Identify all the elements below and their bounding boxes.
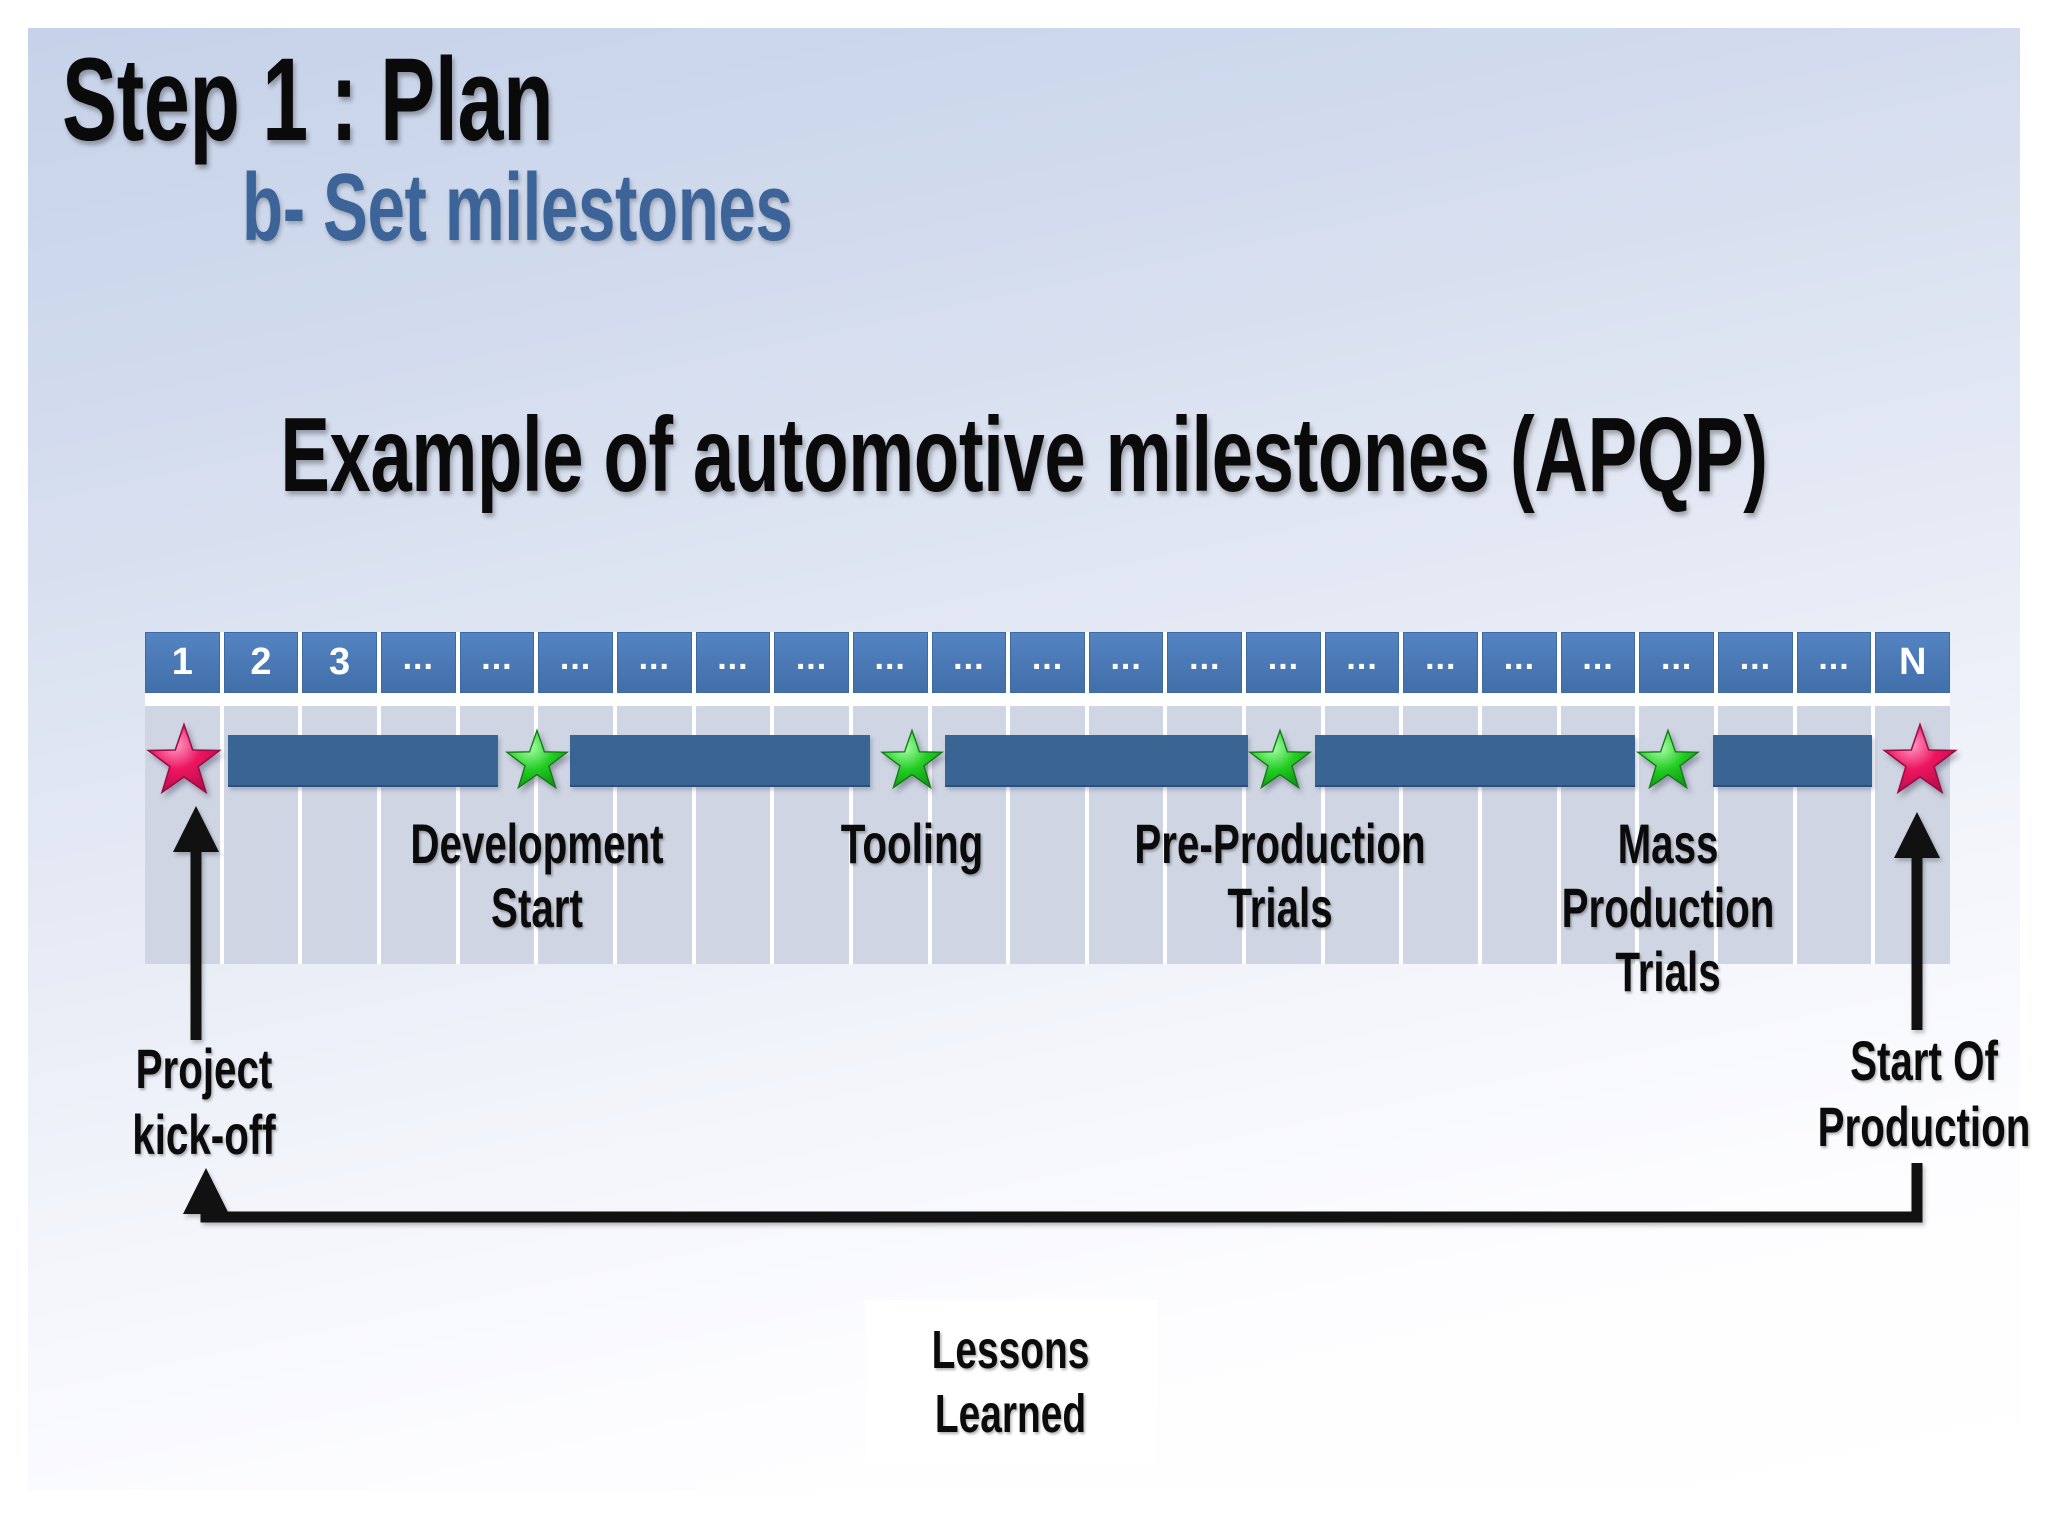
start-of-production-label: Start Of Production	[1817, 1029, 2031, 1158]
timeline-column-header: 2	[223, 632, 299, 693]
pre-production-trials-star	[1247, 729, 1313, 795]
timeline-column-header: ...	[459, 632, 535, 693]
timeline-column-header: ...	[852, 632, 928, 693]
timeline-column-header: ...	[380, 632, 456, 693]
timeline-column-header: ...	[1796, 632, 1872, 693]
timeline-body-cell	[1639, 706, 1715, 964]
timeline-column-header: ...	[1010, 632, 1085, 693]
development-start-star	[504, 729, 570, 795]
timeline-column-header: ...	[774, 632, 849, 693]
phase-bar	[1713, 735, 1872, 787]
step-subtitle: b- Set milestones	[242, 154, 793, 261]
timeline-column-header: ...	[1167, 632, 1243, 693]
timeline-column-header: ...	[616, 632, 692, 693]
timeline-column-header: 3	[302, 632, 377, 693]
lessons-learned-box: Lessons Learned	[865, 1300, 1157, 1464]
timeline-column-header: ...	[1560, 632, 1636, 693]
mass-production-trials-star	[1635, 729, 1701, 795]
timeline-column-header: N	[1875, 632, 1950, 693]
step-title: Step 1 : Plan	[62, 34, 554, 166]
start-of-production-star	[1881, 723, 1959, 801]
project-kickoff-star	[145, 723, 223, 801]
timeline-column-header: ...	[695, 632, 771, 693]
timeline-column-header: ...	[1246, 632, 1321, 693]
lessons-learned-label: Lessons Learned	[932, 1320, 1090, 1444]
mass-production-trials-label: Mass Production Trials	[1561, 812, 1775, 1003]
timeline-column-header: ...	[1088, 632, 1164, 693]
timeline-column-header: ...	[1403, 632, 1479, 693]
tooling-star	[879, 729, 945, 795]
timeline-column-header: ...	[1482, 632, 1557, 693]
timeline-column-header: ...	[1324, 632, 1400, 693]
timeline-column-header: ...	[1639, 632, 1715, 693]
timeline-layer: Development Start Tooling Pre-Production T…	[145, 632, 1957, 1003]
timeline-column-header: 1	[145, 632, 220, 693]
tooling-label: Tooling	[840, 812, 984, 875]
timeline-column-header: ...	[931, 632, 1007, 693]
development-start-label: Development Start	[410, 812, 664, 939]
phase-bar	[570, 735, 870, 787]
phase-bar	[945, 735, 1248, 787]
timeline-column-header: ...	[1718, 632, 1793, 693]
project-kickoff-label: Project kick-off	[132, 1037, 276, 1166]
slide-heading: Example of automotive milestones (APQP)	[280, 396, 1768, 514]
phase-bar	[1315, 735, 1635, 787]
pre-production-trials-label: Pre-Production Trials	[1134, 812, 1426, 939]
timeline-column-header: ...	[538, 632, 613, 693]
phase-bar	[228, 735, 498, 787]
